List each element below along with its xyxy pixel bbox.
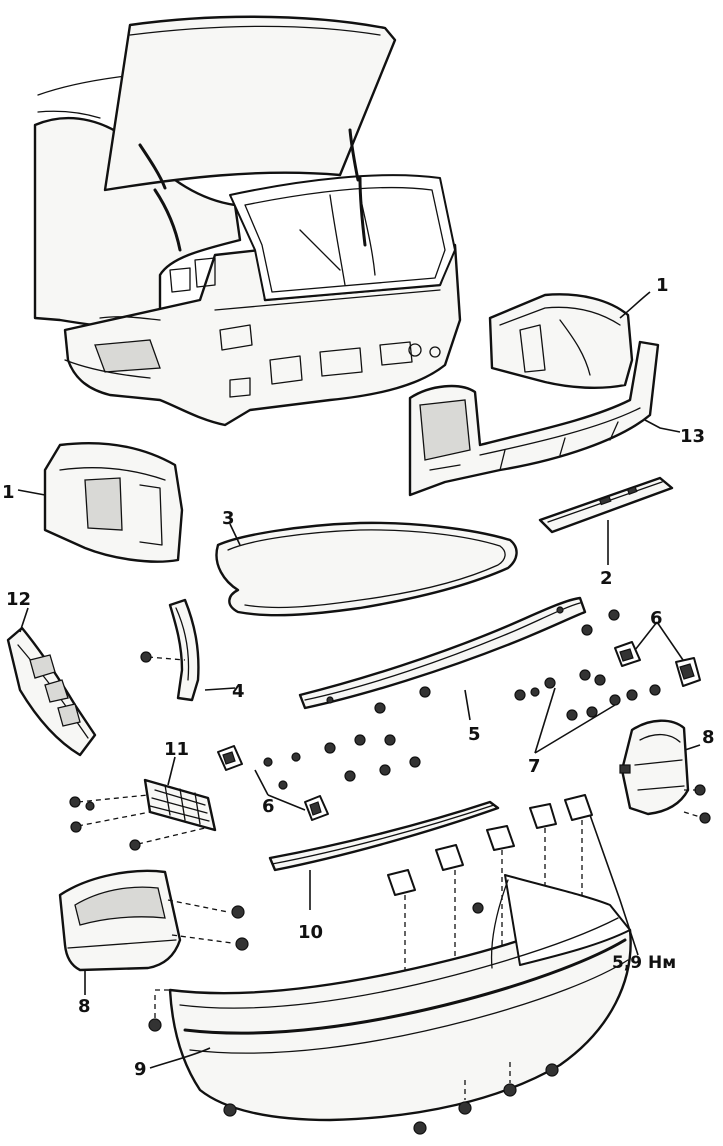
callout-12: 12 (6, 589, 31, 610)
callout-torque: 5,9 Нм (612, 953, 676, 973)
fastener-set-middle (263, 734, 421, 790)
callout-8-left: 8 (78, 996, 91, 1017)
callout-8-right: 8 (702, 727, 715, 748)
callout-6-right: 6 (650, 608, 663, 629)
bumper-clip-right (614, 641, 701, 687)
left-tail-lamp (58, 869, 249, 972)
license-lamp-bracket (69, 778, 217, 851)
leader-lines (17, 291, 701, 1069)
callout-11: 11 (164, 739, 189, 760)
right-tail-lamp (619, 719, 711, 824)
right-trunk-side-liner (488, 293, 634, 390)
trunk-floor-mat (215, 521, 518, 617)
callout-4: 4 (232, 681, 245, 702)
rear-trunk-trim-panel (408, 340, 660, 497)
callout-6-left: 6 (262, 796, 275, 817)
callout-10: 10 (298, 922, 323, 943)
fastener-set-lower (148, 995, 559, 1135)
callout-1-right: 1 (656, 275, 669, 296)
callout-1-left: 1 (2, 482, 15, 503)
callout-2: 2 (600, 568, 613, 589)
fastener-set-upper (374, 609, 661, 721)
callout-7: 7 (528, 756, 541, 777)
callout-13: 13 (680, 426, 705, 447)
callout-labels: 1 13 1 3 2 12 6 4 5 11 7 8 6 10 5,9 Нм 8… (2, 275, 715, 1080)
left-trunk-side-liner (43, 442, 184, 563)
left-rear-bracket (6, 626, 97, 757)
bumper-side-bracket (140, 598, 200, 702)
sill-bracket-strip (538, 476, 674, 534)
bumper-molding-strip (268, 800, 500, 872)
bumper-mounting-clips (387, 794, 593, 1005)
callout-9: 9 (134, 1059, 147, 1080)
car-body-rear (33, 15, 462, 427)
bumper-clip-left (217, 745, 329, 821)
bumper-reinforcement-beam (298, 596, 587, 710)
callout-5: 5 (468, 724, 481, 745)
callout-3: 3 (222, 508, 235, 529)
rear-bumper-cover (155, 874, 632, 1122)
